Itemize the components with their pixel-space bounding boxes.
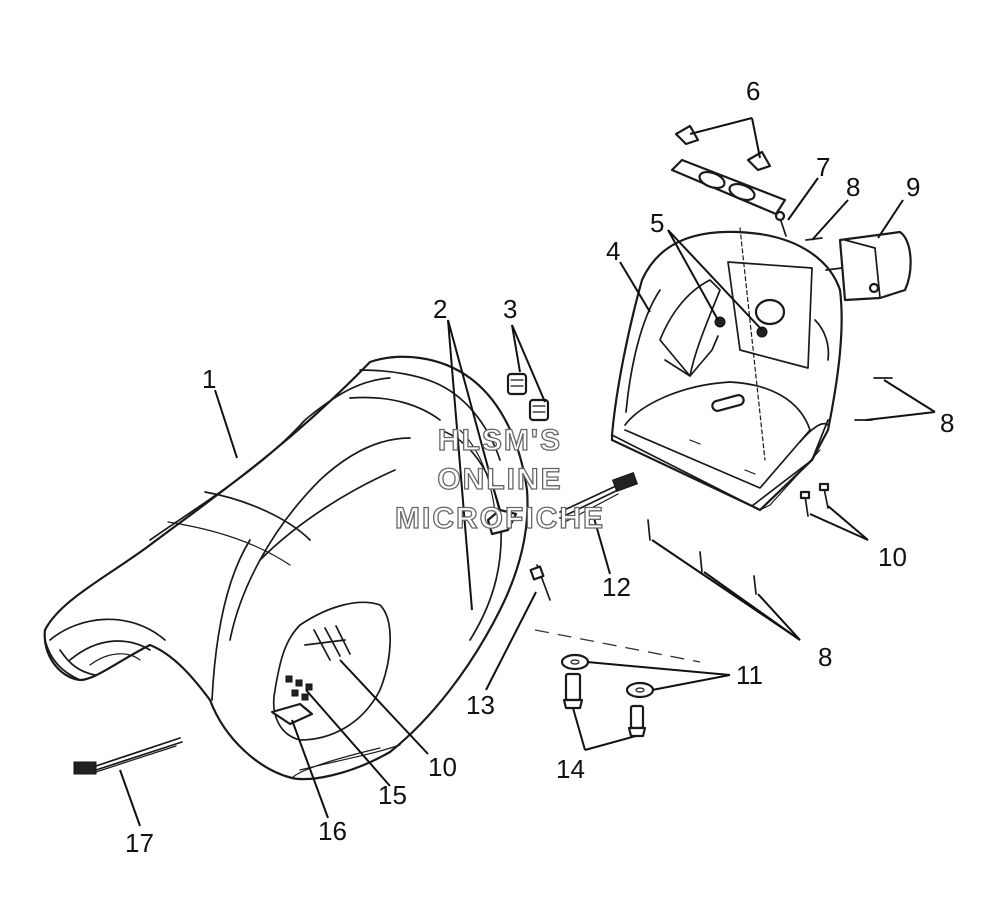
harness-12 xyxy=(559,471,639,523)
callout-6: 6 xyxy=(746,76,760,106)
callout-4: 4 xyxy=(606,236,620,266)
watermark-line-3: MICROFICHE xyxy=(395,502,605,535)
callout-2: 2 xyxy=(433,294,447,324)
callout-labels: 1 2 3 4 5 6 7 8 9 8 10 8 11 12 13 14 10 … xyxy=(125,76,954,858)
clips-15 xyxy=(285,675,313,701)
callout-3: 3 xyxy=(503,294,517,324)
callout-16: 16 xyxy=(318,816,347,846)
callout-1: 1 xyxy=(202,364,216,394)
watermark: HLSM'S ONLINE MICROFICHE xyxy=(394,423,605,535)
leader-lines xyxy=(119,117,936,827)
callout-10b: 10 xyxy=(878,542,907,572)
callout-8: 8 xyxy=(846,172,860,202)
watermark-line-1: HLSM'S xyxy=(438,424,562,457)
callout-8b: 8 xyxy=(940,408,954,438)
callout-13: 13 xyxy=(466,690,495,720)
pin-13 xyxy=(529,564,551,601)
seat xyxy=(43,355,529,781)
bracket-2 xyxy=(486,508,518,536)
callout-7: 7 xyxy=(816,152,830,182)
clips-3 xyxy=(506,372,550,422)
bolts-14 xyxy=(562,672,647,738)
callout-8c: 8 xyxy=(818,642,832,672)
tail-light-9 xyxy=(825,230,912,302)
callout-14: 14 xyxy=(556,754,585,784)
studs-10-box xyxy=(799,482,830,517)
studs-10-seat xyxy=(304,625,351,661)
washers-11 xyxy=(560,653,655,699)
callout-17: 17 xyxy=(125,828,154,858)
alignment-dash xyxy=(534,629,701,663)
callout-12: 12 xyxy=(602,572,631,602)
callout-10: 10 xyxy=(428,752,457,782)
callout-9: 9 xyxy=(906,172,920,202)
plate-6 xyxy=(670,124,787,216)
callout-5: 5 xyxy=(650,208,664,238)
storage-box xyxy=(610,227,843,512)
screw-7 xyxy=(774,210,787,237)
watermark-line-2: ONLINE xyxy=(437,463,562,496)
pins-8 xyxy=(647,237,893,595)
callout-15: 15 xyxy=(378,780,407,810)
tab-16 xyxy=(270,702,314,726)
harness-17 xyxy=(73,737,183,775)
callout-11: 11 xyxy=(736,660,763,690)
